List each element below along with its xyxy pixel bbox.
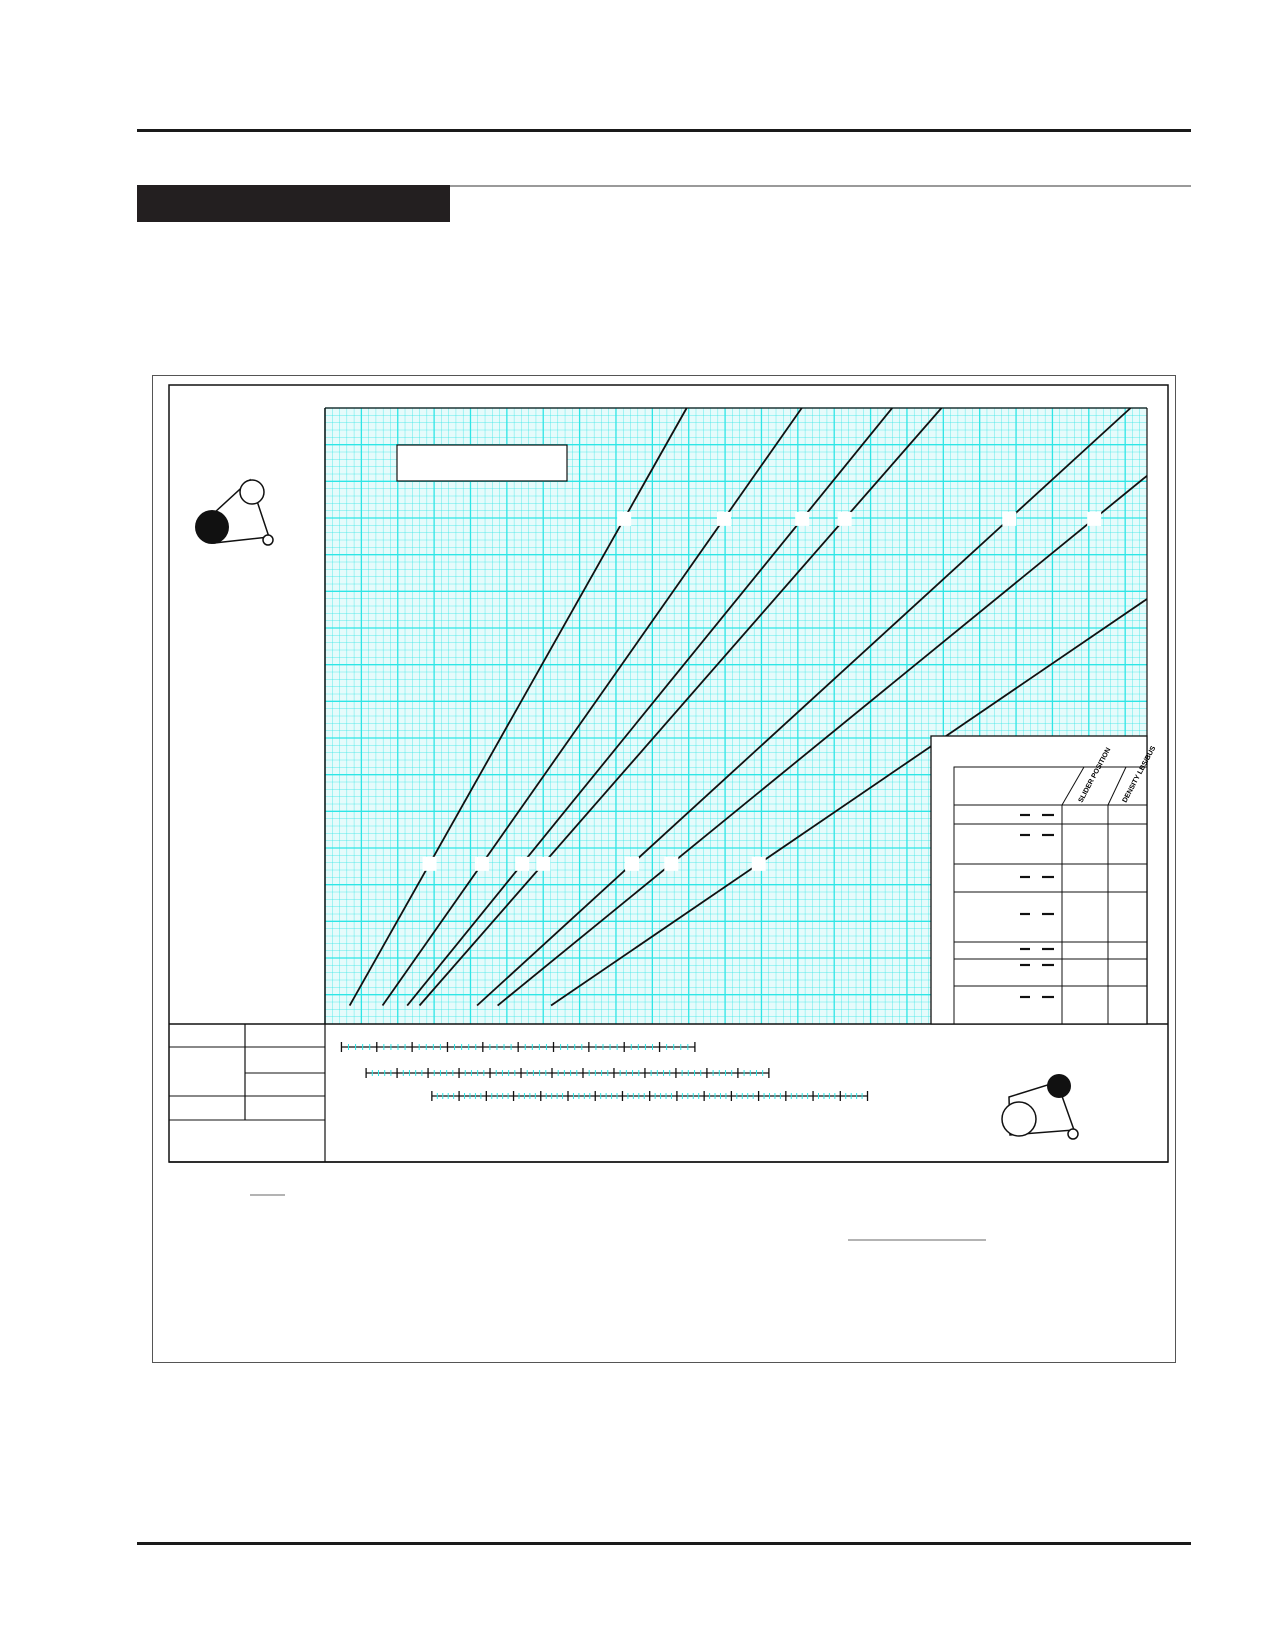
drive-belt-icon	[195, 478, 274, 546]
series-marker-4	[837, 511, 852, 526]
series-marker-1	[422, 856, 437, 871]
footer-rule	[137, 1542, 1191, 1545]
icons	[195, 478, 1079, 1241]
series-line-7	[550, 598, 1148, 1007]
series-marker-3	[515, 856, 530, 871]
series-marker-1	[617, 511, 632, 526]
section-tab	[137, 185, 450, 222]
series-marker-5	[1002, 511, 1017, 526]
series-marker-2	[474, 856, 489, 871]
drive-pulley	[1047, 1074, 1071, 1098]
chart-frame	[152, 375, 1176, 1363]
legend-grid-frame	[953, 766, 1148, 1025]
drive-belt-icon-alt	[1001, 1074, 1079, 1140]
section-rule	[450, 185, 1191, 187]
header-rule	[137, 129, 1191, 132]
legend-header-slant	[1107, 766, 1127, 806]
series-marker-3	[795, 511, 810, 526]
drive-pulley	[195, 510, 229, 544]
series-marker-4	[536, 856, 551, 871]
legend-panel	[930, 735, 1148, 1025]
idler-pulley	[1067, 1128, 1079, 1140]
legend-header-slant	[1061, 766, 1085, 806]
series-line-1	[348, 407, 688, 1006]
series-marker-2	[716, 511, 731, 526]
series-line-3	[406, 407, 893, 1007]
bottom-scales	[169, 1024, 1168, 1163]
series-marker-7	[751, 856, 766, 871]
series-marker-5	[625, 856, 640, 871]
series-line-2	[381, 407, 803, 1007]
series-line-6	[497, 475, 1148, 1007]
series-marker-6	[1087, 511, 1102, 526]
driven-pulley	[239, 479, 265, 505]
driven-pulley	[1001, 1101, 1037, 1137]
series-line-4	[418, 407, 943, 1007]
series-line-5	[476, 407, 1132, 1007]
chart-series	[348, 407, 1148, 1007]
series-marker-6	[664, 856, 679, 871]
idler-pulley	[262, 534, 274, 546]
chart-title-box	[396, 444, 568, 482]
